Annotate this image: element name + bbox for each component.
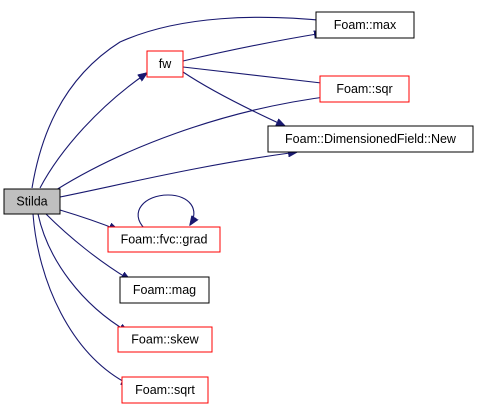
edge-fw-max (182, 33, 323, 62)
edge-stilda-skew (37, 213, 128, 332)
node-skew-label: Foam::skew (131, 333, 199, 347)
node-dfnew-label: Foam::DimensionedField::New (285, 132, 457, 146)
node-max-label: Foam::max (334, 18, 397, 32)
node-grad[interactable]: Foam::fvc::grad (107, 226, 221, 253)
edge-stilda-mag (45, 213, 130, 280)
edge-stilda-max (31, 17, 328, 189)
edge-fw-sqr (182, 66, 330, 84)
node-sqrt[interactable]: Foam::sqrt (121, 376, 209, 404)
edge-stilda-sqr (55, 96, 332, 191)
node-sqr-label: Foam::sqr (336, 82, 392, 96)
edge-stilda-dfnew (59, 152, 297, 198)
node-fw-label: fw (159, 57, 172, 71)
node-max[interactable]: Foam::max (315, 11, 415, 39)
node-fw[interactable]: fw (146, 50, 184, 78)
node-mag[interactable]: Foam::mag (119, 276, 210, 304)
node-sqr[interactable]: Foam::sqr (319, 75, 410, 103)
node-sqrt-label: Foam::sqrt (135, 383, 195, 397)
node-dfnew[interactable]: Foam::DimensionedField::New (267, 125, 474, 153)
edge-grad-grad (137, 194, 194, 230)
node-grad-label: Foam::fvc::grad (121, 233, 208, 247)
node-stilda-label: Stilda (16, 195, 47, 209)
edge-stilda-sqrt (32, 213, 130, 385)
node-mag-label: Foam::mag (133, 283, 196, 297)
node-skew[interactable]: Foam::skew (117, 326, 213, 353)
edge-stilda-fw (39, 73, 147, 189)
node-stilda[interactable]: Stilda (3, 188, 61, 215)
edge-fw-dfnew (182, 71, 285, 126)
